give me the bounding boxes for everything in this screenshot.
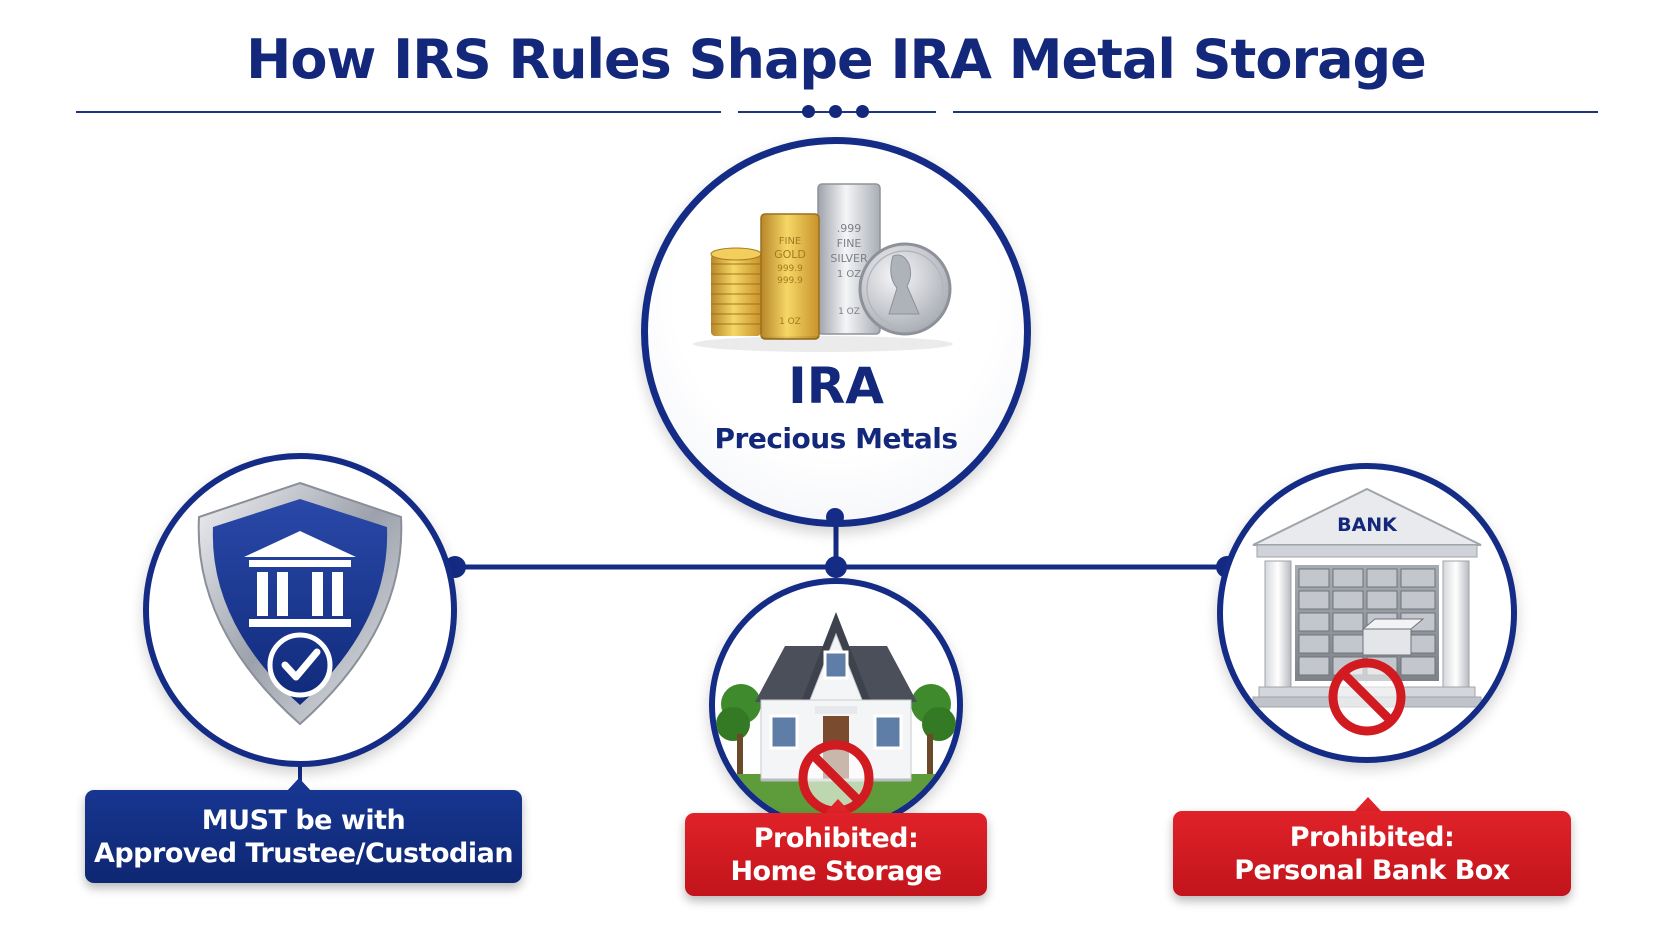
svg-text:1 OZ: 1 OZ xyxy=(837,269,861,280)
label-pointer-middle xyxy=(825,799,851,813)
divider-dot xyxy=(829,105,842,118)
svg-text:GOLD: GOLD xyxy=(774,248,806,261)
home-storage-line1: Prohibited: xyxy=(753,822,919,854)
bank-box-label: Prohibited: Personal Bank Box xyxy=(1173,811,1571,896)
label-pointer-left xyxy=(286,778,312,792)
ira-precious-metals-circle: .999 FINE SILVER 1 OZ 1 OZ FINE GOLD 999… xyxy=(641,137,1031,527)
gold-coin-stack xyxy=(710,247,762,336)
bank-box-line1: Prohibited: xyxy=(1289,821,1455,853)
svg-text:1 OZ: 1 OZ xyxy=(779,317,801,327)
prohibited-icon xyxy=(1328,658,1406,736)
connector-node-center xyxy=(825,556,847,578)
approved-custodian-line1: MUST be with xyxy=(201,804,406,836)
svg-text:1 OZ: 1 OZ xyxy=(838,307,860,317)
bank-box-circle: BANK xyxy=(1217,463,1517,763)
home-storage-line2: Home Storage xyxy=(730,855,942,887)
title-divider-left xyxy=(76,111,721,113)
home-storage-circle xyxy=(709,578,963,832)
divider-dot xyxy=(856,105,869,118)
ira-subtitle: Precious Metals xyxy=(714,422,959,455)
approved-custodian-circle xyxy=(143,453,457,767)
precious-metals-icon: .999 FINE SILVER 1 OZ 1 OZ FINE GOLD 999… xyxy=(693,183,953,352)
house-icon xyxy=(715,612,957,826)
bank-vault-icon: BANK xyxy=(1252,487,1482,736)
home-storage-label: Prohibited: Home Storage xyxy=(685,813,987,896)
divider-dot xyxy=(802,105,815,118)
ira-title: IRA xyxy=(788,357,884,415)
svg-text:SILVER: SILVER xyxy=(830,252,868,265)
title-divider-right xyxy=(953,111,1598,113)
gold-bar: FINE GOLD 999.9 999.9 1 OZ xyxy=(760,213,820,340)
approved-custodian-label: MUST be with Approved Trustee/Custodian xyxy=(85,790,522,883)
bank-box-line2: Personal Bank Box xyxy=(1234,854,1510,886)
shield-check-icon xyxy=(197,481,403,726)
silver-coin xyxy=(858,242,952,336)
svg-text:999.9: 999.9 xyxy=(777,276,803,286)
page-title: How IRS Rules Shape IRA Metal Storage xyxy=(246,28,1427,91)
gold-bar-text: FINE xyxy=(779,236,802,247)
connector-node-top xyxy=(826,508,844,526)
silver-bar-text: .999 xyxy=(837,222,862,235)
prohibited-icon xyxy=(798,740,874,816)
svg-text:999.9: 999.9 xyxy=(777,264,803,274)
bank-sign: BANK xyxy=(1337,514,1398,536)
svg-text:FINE: FINE xyxy=(837,237,862,250)
approved-custodian-line2: Approved Trustee/Custodian xyxy=(93,837,514,869)
label-pointer-right xyxy=(1355,797,1381,811)
